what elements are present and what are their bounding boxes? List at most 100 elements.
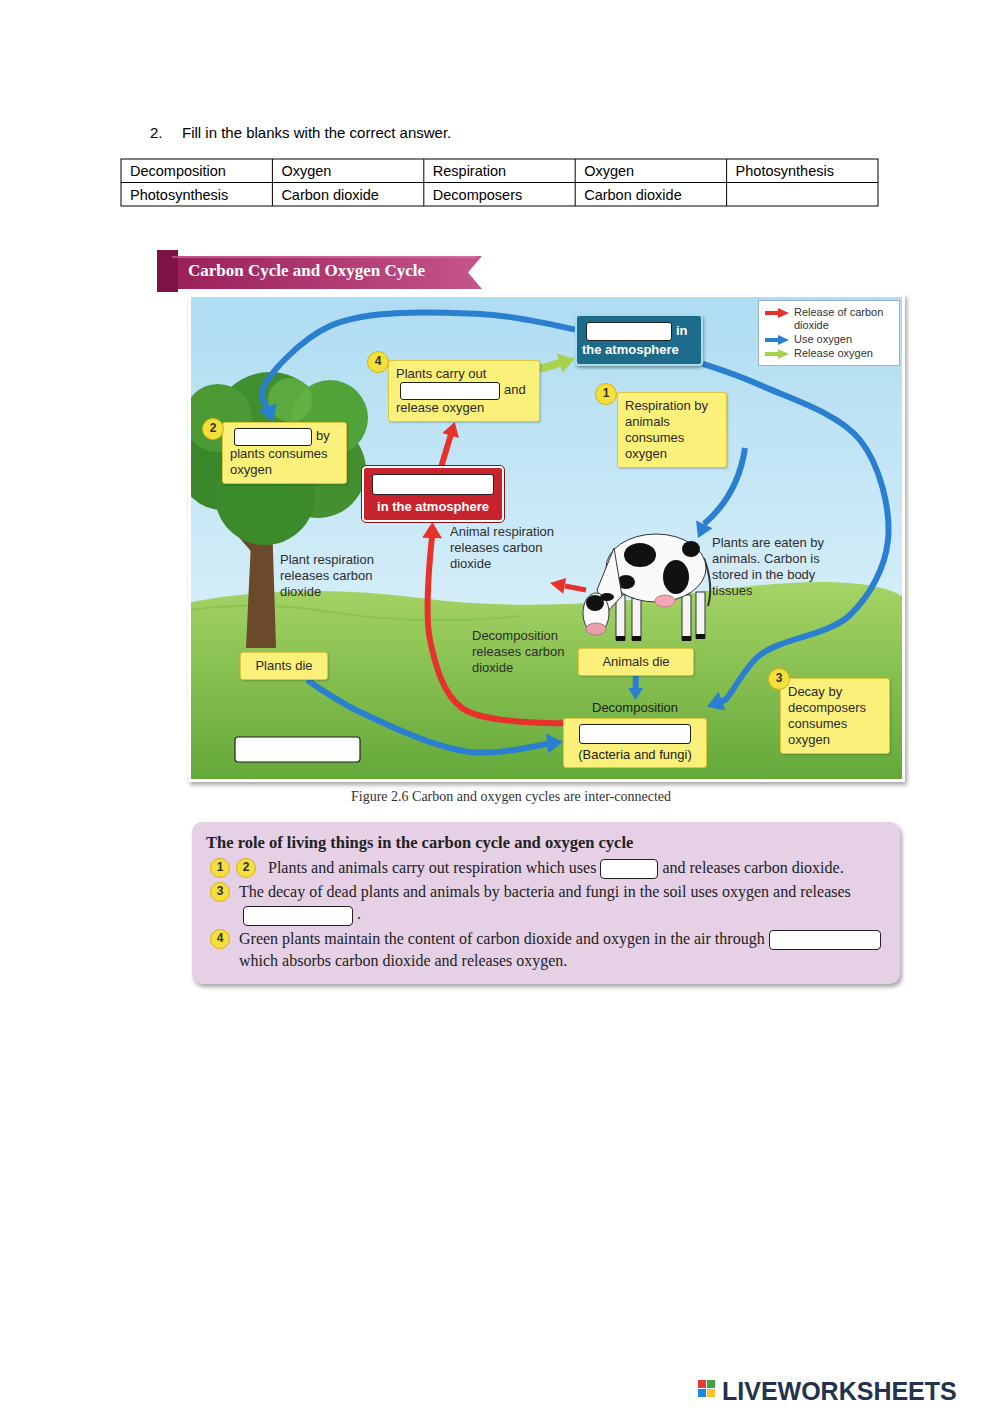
text-group: in the atmosphere <box>582 322 696 358</box>
banner-highlight <box>172 257 476 258</box>
text-group: Green plants maintain the content of car… <box>206 928 886 972</box>
table-rule <box>726 159 727 206</box>
connector-line <box>540 363 562 369</box>
legend-item: Release of carbon dioxide <box>764 306 894 332</box>
node-text: (Bacteria and fungi) <box>578 747 691 762</box>
atmosphere-box: in the atmosphere <box>575 314 703 366</box>
arrow-head <box>707 692 725 711</box>
node-text: Plants and animals carry out respiration… <box>268 859 596 876</box>
callout-number: 4 <box>210 929 230 949</box>
word-bank-cell: Oxygen <box>584 162 634 180</box>
connector-arrow <box>307 680 563 753</box>
answer-blank <box>243 906 353 926</box>
arrow-head <box>696 521 712 538</box>
cow <box>583 534 710 641</box>
text-group: The role of living things in the carbon … <box>206 832 886 854</box>
table-border <box>121 159 878 206</box>
cow-snout <box>586 623 606 635</box>
table-rule <box>423 159 424 206</box>
legend-swatch-line <box>765 352 780 356</box>
callout-box: Plants carry outand release oxygen <box>388 360 540 422</box>
answer-blank <box>234 428 312 446</box>
node-text: in the atmosphere <box>377 499 489 514</box>
node-text: Plants die <box>255 658 312 673</box>
picture <box>191 297 902 779</box>
icon-square <box>707 1389 715 1397</box>
question-number: 2. <box>150 123 163 142</box>
arrow-head <box>442 422 459 438</box>
summary-panel: The role of living things in the carbon … <box>192 822 900 984</box>
process-note: Plant respiration releases carbon dioxid… <box>280 552 402 600</box>
word-bank-cell: Carbon dioxide <box>281 186 379 204</box>
cow-spot <box>624 543 656 567</box>
connector-arrow <box>540 354 575 373</box>
answer-blank <box>372 474 494 495</box>
node-text: Animals die <box>602 654 669 669</box>
callout-box: by plants consumes oxygen <box>222 422 347 484</box>
legend-swatch-line <box>765 338 780 342</box>
callout-box: Respiration by animals consumes oxygen <box>617 392 727 468</box>
banner-band <box>172 256 482 289</box>
answer-blank <box>579 724 691 744</box>
banner-title: Carbon Cycle and Oxygen Cycle <box>188 260 425 282</box>
legend-swatch <box>764 307 790 319</box>
callout-number: 3 <box>768 668 790 690</box>
connector-line <box>703 364 888 702</box>
animal-respiration-arrow <box>550 578 586 594</box>
table-rule <box>121 182 878 183</box>
picture-frame <box>188 294 905 782</box>
grass <box>191 582 902 779</box>
sky <box>191 297 902 779</box>
node-text: Plants carry out <box>396 366 486 381</box>
word-bank-cell: Respiration <box>433 162 506 180</box>
cow-hoof <box>682 636 691 641</box>
connector-arrow <box>441 422 459 466</box>
icon-square <box>698 1389 706 1397</box>
figure-caption: Figure 2.6 Carbon and oxygen cycles are … <box>351 788 671 806</box>
process-note: Plants are eaten by animals. Carbon is s… <box>712 535 826 599</box>
node-text: Green plants maintain the content of car… <box>239 930 765 947</box>
text-group: (Bacteria and fungi) <box>563 718 707 768</box>
arrow-shaft <box>565 586 586 590</box>
decomposer-box: Decomposition (Bacteria and fungi) <box>563 700 707 768</box>
process-box: Plants die <box>240 652 328 680</box>
legend-swatch <box>764 334 790 346</box>
text-group: Plants die <box>248 658 320 674</box>
cow-hoof <box>616 636 625 641</box>
cow-hoof <box>696 634 705 639</box>
cow-leg <box>616 595 625 640</box>
node-text: and releases carbon dioxide. <box>662 859 843 876</box>
text-group: Decomposition <box>563 700 707 718</box>
arrow-head <box>422 522 442 538</box>
table-rule <box>272 159 273 206</box>
callout-number: 1 <box>595 383 617 405</box>
icon-square <box>707 1380 715 1388</box>
legend-swatch-head <box>778 335 789 345</box>
grass-ridge <box>191 605 520 620</box>
atmosphere-box: in the atmosphere <box>362 466 504 522</box>
legend-swatch-head <box>778 308 789 318</box>
arrow-head <box>557 354 575 373</box>
text-group: The decay of dead plants and animals by … <box>206 881 886 925</box>
connector-line <box>441 433 451 466</box>
word-bank-cell: Photosynthesis <box>736 162 834 180</box>
legend-item: Use oxygen <box>764 333 894 346</box>
node-text: Decomposition <box>592 700 678 715</box>
answer-blank <box>769 930 881 950</box>
connector-arrow <box>258 312 575 422</box>
icon-square <box>698 1380 706 1388</box>
node-text: Respiration by animals consumes oxygen <box>625 398 708 461</box>
node-text: The decay of dead plants and animals by … <box>239 883 851 900</box>
connector-line <box>307 680 549 753</box>
connector-arrow <box>703 364 888 711</box>
arrow-head <box>258 404 277 422</box>
callout-number: 2 <box>202 418 224 440</box>
callout-box: Decay by decomposers consumes oxygen <box>780 678 890 754</box>
word-bank-cell: Decomposers <box>433 186 522 204</box>
text-group: Plants carry outand release oxygen <box>396 366 532 416</box>
cow-spot <box>663 560 689 594</box>
text-group: Animals die <box>586 654 686 670</box>
text-group: Decay by decomposers consumes oxygen <box>788 684 882 748</box>
node-text: The role of living things in the carbon … <box>206 833 633 852</box>
callout-number: 3 <box>210 882 230 902</box>
